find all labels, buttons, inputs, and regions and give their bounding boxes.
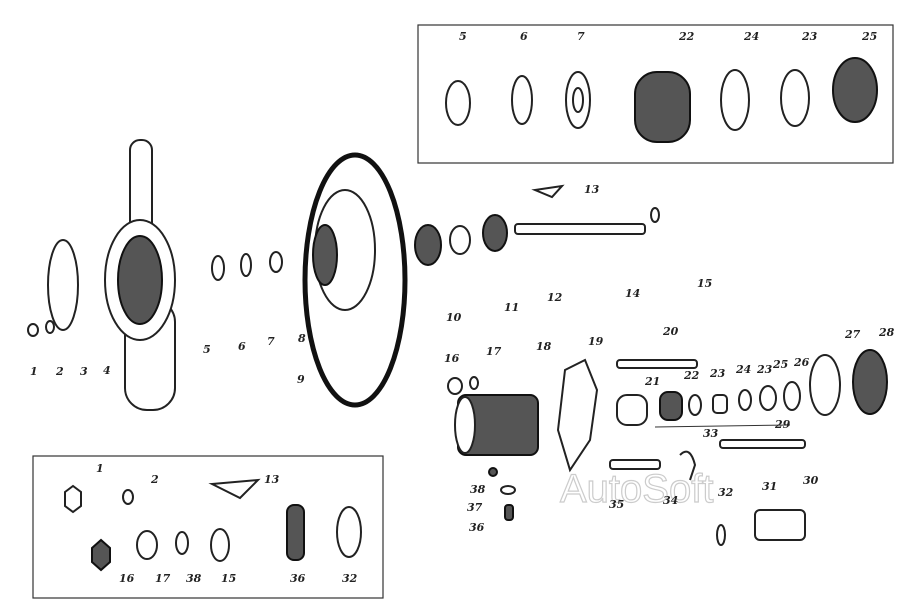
part-label: 26	[793, 356, 810, 369]
part-label: 31	[762, 480, 777, 493]
part-label: 10	[446, 311, 462, 324]
part-label: 23	[801, 30, 818, 43]
part-label: 3	[80, 365, 88, 378]
part-label: 2	[55, 365, 64, 378]
part-label: 25	[772, 358, 788, 371]
part-label: 36	[290, 572, 306, 585]
main-labels: 1 2 3 4 5 6 7 8 9 10 11 12 13 14 15	[30, 183, 712, 386]
part-label: 8	[298, 332, 306, 345]
bottom-inset-parts	[64, 478, 362, 572]
part-label: 38	[186, 572, 202, 585]
part-label: 33	[703, 427, 719, 440]
part-label: 14	[625, 287, 640, 300]
part-label: 28	[878, 326, 895, 339]
part-label: 27	[844, 328, 861, 341]
part-label: 30	[803, 474, 819, 487]
part-label: 7	[267, 335, 275, 348]
part-label: 34	[663, 494, 678, 507]
part-label: 21	[644, 375, 660, 388]
part-label: 7	[577, 30, 585, 43]
part-label: 6	[520, 30, 528, 43]
watermark-text: AutoSoft	[560, 467, 713, 511]
bottom-inset-frame	[32, 455, 384, 599]
part-label: 5	[203, 343, 211, 356]
part-label: 38	[470, 483, 486, 496]
part-label: 23	[756, 363, 773, 376]
part-label: 13	[264, 473, 280, 486]
part-label: 32	[718, 486, 734, 499]
part-label: 25	[861, 30, 877, 43]
top-inset-labels: 5 6 7 22 24 23 25	[459, 30, 877, 43]
part-label: 6	[238, 340, 246, 353]
top-inset-parts	[445, 57, 878, 143]
part-label: 17	[155, 572, 171, 585]
part-label: 36	[469, 521, 485, 534]
part-label: 35	[609, 498, 624, 511]
part-label: 1	[96, 462, 104, 475]
part-label: 32	[342, 572, 358, 585]
part-label: 11	[504, 301, 519, 314]
part-label: 1	[30, 365, 38, 378]
part-label: 20	[662, 325, 679, 338]
main-assembly-parts	[27, 139, 660, 411]
part-label: 12	[547, 291, 563, 304]
part-label: 2	[150, 473, 159, 486]
part-label: 16	[119, 572, 135, 585]
part-label: 17	[486, 345, 502, 358]
part-label: 29	[774, 418, 791, 431]
part-label: 22	[683, 369, 700, 382]
pump-assembly-parts	[447, 349, 888, 546]
part-label: 19	[588, 335, 604, 348]
part-label: 23	[709, 367, 726, 380]
part-label: 24	[735, 363, 751, 376]
top-inset-frame	[417, 24, 894, 164]
bottom-inset-labels: 1 2 13 16 17 38 15 36 32	[96, 462, 358, 585]
part-label: 16	[444, 352, 460, 365]
part-label: 22	[678, 30, 695, 43]
part-label: 18	[536, 340, 552, 353]
part-label: 5	[459, 30, 467, 43]
part-label: 13	[584, 183, 600, 196]
part-label: 9	[297, 373, 305, 386]
part-label: 15	[221, 572, 236, 585]
part-label: 37	[467, 501, 483, 514]
part-label: 24	[743, 30, 759, 43]
part-label: 15	[697, 277, 712, 290]
part-label: 4	[103, 364, 111, 377]
pump-labels: 16 17 18 19 20 21 22 23 24 23 25 26 27 2…	[444, 325, 895, 534]
